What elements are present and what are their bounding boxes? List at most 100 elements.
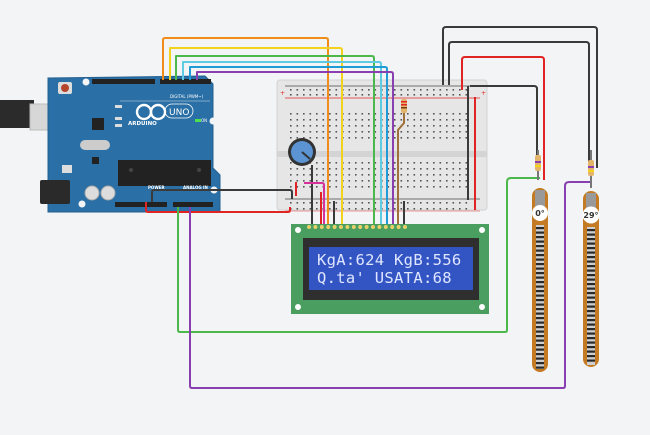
- flex-stripe: [536, 263, 544, 266]
- breadboard-hole: [374, 186, 377, 188]
- breadboard-hole: [426, 94, 429, 96]
- wire-black-flex-b: [442, 26, 598, 168]
- breadboard-hole: [329, 137, 331, 139]
- flex-stripe: [536, 299, 544, 302]
- breadboard-hole: [335, 202, 338, 204]
- breadboard-hole: [452, 89, 455, 91]
- breadboard-hole: [316, 113, 318, 115]
- breadboard-hole: [459, 113, 461, 115]
- breadboard-hole: [439, 137, 442, 139]
- flex-stripe: [536, 303, 544, 306]
- breadboard-hole: [439, 113, 442, 115]
- digital-header-left: [92, 79, 155, 84]
- wire-black-flex-a: [470, 85, 538, 155]
- breadboard-hole: [361, 180, 364, 182]
- arduino-uno[interactable]: DIGITAL (PWM~) ARDUINO UNO ON POWER ANAL…: [0, 75, 221, 213]
- arduino-brand: ARDUINO: [128, 121, 157, 127]
- breadboard-hole: [348, 113, 351, 115]
- breadboard-hole: [446, 208, 448, 210]
- resistor-breadboard[interactable]: [401, 99, 407, 113]
- breadboard-hole: [400, 180, 403, 182]
- wire-red-flex-a: [461, 56, 545, 180]
- breadboard-hole: [361, 202, 364, 204]
- breadboard-hole: [446, 202, 448, 204]
- flex-stripe: [536, 321, 544, 324]
- breadboard-hole: [309, 94, 312, 96]
- breadboard-hole: [335, 119, 338, 121]
- on-led: [195, 119, 201, 122]
- breadboard-hole: [400, 168, 403, 170]
- breadboard-hole: [361, 137, 364, 139]
- flex-stripe: [536, 326, 544, 329]
- breadboard-hole: [322, 113, 325, 115]
- breadboard-hole: [394, 94, 396, 96]
- breadboard-hole: [433, 94, 435, 96]
- breadboard-hole: [446, 94, 448, 96]
- breadboard-hole: [374, 202, 377, 204]
- breadboard-hole: [446, 89, 448, 91]
- breadboard-hole: [400, 208, 403, 210]
- breadboard-hole: [335, 113, 338, 115]
- flex-stripe: [536, 335, 544, 338]
- flex-stripe: [536, 272, 544, 275]
- flex-stripe: [587, 350, 595, 353]
- breadboard-hole: [296, 137, 299, 139]
- breadboard-hole: [394, 131, 396, 133]
- flex-stripe: [536, 357, 544, 360]
- flex-stripe: [536, 245, 544, 248]
- breadboard-hole: [459, 168, 461, 170]
- breadboard-hole: [420, 89, 422, 91]
- breadboard-hole: [368, 113, 370, 115]
- breadboard-hole: [374, 168, 377, 170]
- breadboard-hole: [465, 162, 468, 164]
- breadboard-hole: [361, 125, 364, 127]
- breadboard-hole: [329, 162, 331, 164]
- breadboard-holes: [290, 89, 468, 210]
- breadboard-hole: [361, 131, 364, 133]
- flex-sensor-a[interactable]: 0°: [532, 150, 548, 372]
- wire-red-power: [145, 202, 291, 213]
- breadboard-hole: [329, 131, 331, 133]
- breadboard-hole: [335, 94, 338, 96]
- breadboard-hole: [374, 89, 377, 91]
- breadboard-hole: [348, 168, 351, 170]
- breadboard-hole: [335, 89, 338, 91]
- flex-stripe: [536, 348, 544, 351]
- breadboard-hole: [355, 186, 357, 188]
- lcd-16x2[interactable]: KgA:624 KgB:556 Q.ta' USATA:68: [291, 224, 489, 314]
- breadboard-hole: [459, 119, 461, 121]
- lcd-pin: [377, 225, 382, 229]
- breadboard-hole: [290, 202, 292, 204]
- breadboard-hole: [303, 125, 305, 127]
- flex-stripe: [587, 337, 595, 340]
- breadboard-hole: [452, 113, 455, 115]
- breadboard-hole: [465, 174, 468, 176]
- breadboard-hole: [309, 119, 312, 121]
- breadboard-hole: [446, 131, 448, 133]
- breadboard-hole: [452, 125, 455, 127]
- breadboard-hole: [368, 137, 370, 139]
- breadboard-hole: [465, 113, 468, 115]
- breadboard-hole: [290, 137, 292, 139]
- breadboard-hole: [368, 162, 370, 164]
- wire-blue: [189, 66, 388, 224]
- flex-stripe: [587, 269, 595, 272]
- breadboard-hole: [322, 131, 325, 133]
- potentiometer[interactable]: [288, 138, 316, 166]
- breadboard-hole: [374, 131, 377, 133]
- breadboard-hole: [426, 125, 429, 127]
- breadboard-hole: [446, 168, 448, 170]
- lcd-pin: [383, 225, 388, 229]
- breadboard-hole: [355, 113, 357, 115]
- breadboard-hole: [394, 180, 396, 182]
- breadboard-hole: [413, 125, 416, 127]
- lcd-pin: [358, 225, 363, 229]
- breadboard-hole: [407, 113, 409, 115]
- breadboard-hole: [303, 174, 305, 176]
- breadboard-hole: [433, 137, 435, 139]
- breadboard-hole: [387, 168, 390, 170]
- breadboard-hole: [368, 131, 370, 133]
- breadboard-hole: [296, 186, 299, 188]
- breadboard-hole: [420, 208, 422, 210]
